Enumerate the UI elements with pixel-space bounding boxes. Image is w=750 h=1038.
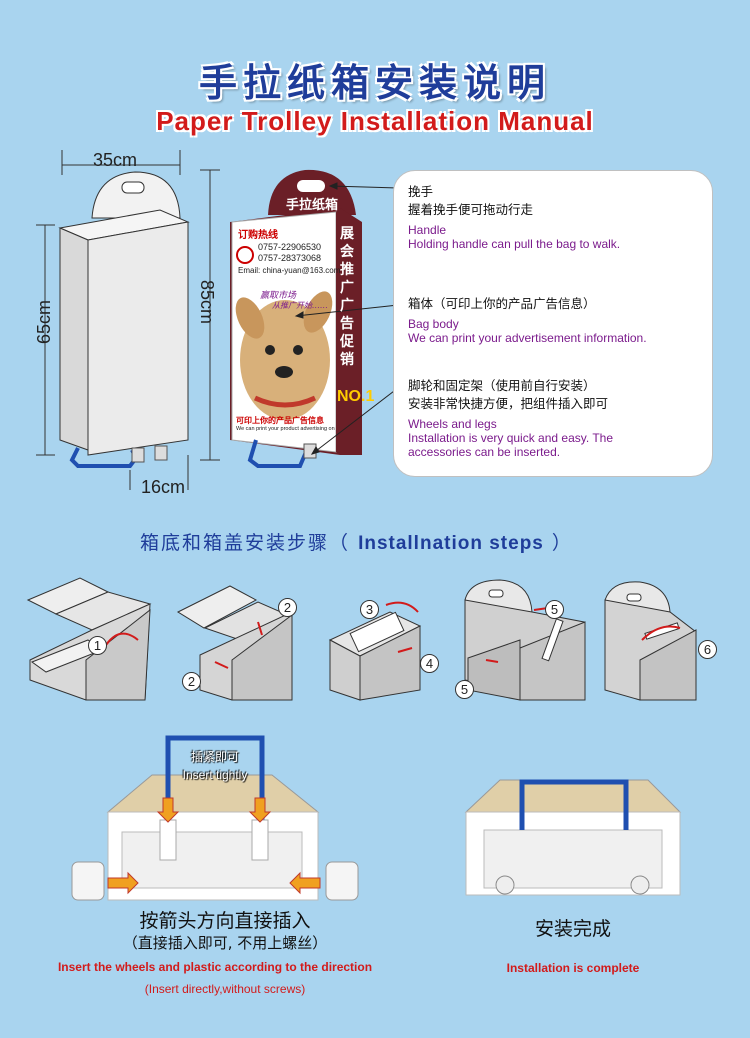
steps-title-cn: 箱底和箱盖安装步骤（ [140,532,351,554]
product-email: Email: china-yuan@163.com [238,266,341,275]
product-brand: 手拉纸箱 [286,198,339,213]
info-handle: 挽手 握着挽手便可拖动行走 Handle Holding handle can … [408,183,702,251]
handle-title-en: Handle [408,223,447,237]
insert-tightly-tag-cn: 插紧即可 [190,750,239,764]
step-number: 3 [360,600,379,619]
step-number: 1 [88,636,107,655]
page-title-en: Paper Trolley Installation Manual [156,106,594,136]
product-slogan1: 赢取市场 [260,291,297,301]
step-number: 2 [182,672,201,691]
info-panel: 挽手 握着挽手便可拖动行走 Handle Holding handle can … [393,170,713,477]
step-number: 4 [420,654,439,673]
step-number: 6 [698,640,717,659]
step-number: 5 [545,600,564,619]
product-bottom-cn: 可印上你的产品广告信息 [236,416,324,425]
handle-title-cn: 挽手 [408,184,434,199]
product-side-text: 展会推广广告促销 [340,226,354,368]
handle-desc-cn: 握着挽手便可拖动行走 [408,202,534,217]
body-title-en: Bag body [408,317,459,331]
complete-caption-cn: 安装完成 [534,918,611,940]
body-desc-en: We can print your advertisement informat… [408,331,647,345]
assembly-caption-en: Insert the wheels and plastic according … [57,960,373,974]
steps-title-en: Installnation steps [358,533,544,554]
page-title-cn: 手拉纸箱安装说明 [198,61,551,105]
width-dimension: 35cm [93,150,138,170]
product-phone2: 0757-28373068 [258,253,322,263]
info-body: 箱体（可印上你的产品广告信息） Bag body We can print yo… [408,295,702,345]
info-wheels: 脚轮和固定架（使用前自行安装） 安装非常快捷方便，把组件插入即可 Wheels … [408,377,702,459]
product-hotline-label: 订购热线 [238,230,278,241]
assembly-caption-en-sub: (Insert directly,without screws) [144,982,306,996]
assembly-caption-cn: 按箭头方向直接插入 [139,910,311,932]
wheels-title-cn: 脚轮和固定架（使用前自行安装） [408,378,596,393]
handle-desc-en: Holding handle can pull the bag to walk. [408,237,621,251]
wheels-desc-en-1: Installation is very quick and easy. The [408,431,613,445]
step-number: 5 [455,680,474,699]
wheels-title-en: Wheels and legs [408,417,497,431]
product-slogan2: 从推广开始…… [272,301,328,310]
wheels-desc-cn: 安装非常快捷方便，把组件插入即可 [408,396,609,411]
body-title-cn: 箱体（可印上你的产品广告信息） [408,296,596,311]
product-phone1: 0757-22906530 [258,242,322,252]
assembly-caption-cn-sub: （直接插入即可, 不用上螺丝） [122,934,328,952]
insert-tightly-tag-en: Insert tightly [182,768,248,782]
product-badge: NO.1 [337,388,375,405]
steps-title: 箱底和箱盖安装步骤（ Installnation steps ） [140,528,573,555]
total-height-dimension: 85cm [197,280,217,325]
product-bottom-en: We can print your product advertising on… [236,426,336,432]
wheels-desc-en-2: accessories can be inserted. [408,445,561,459]
complete-caption-en: Installation is complete [506,961,640,975]
depth-dimension: 16cm [141,477,186,497]
steps-title-close: ） [551,532,573,554]
step-number: 2 [278,598,297,617]
